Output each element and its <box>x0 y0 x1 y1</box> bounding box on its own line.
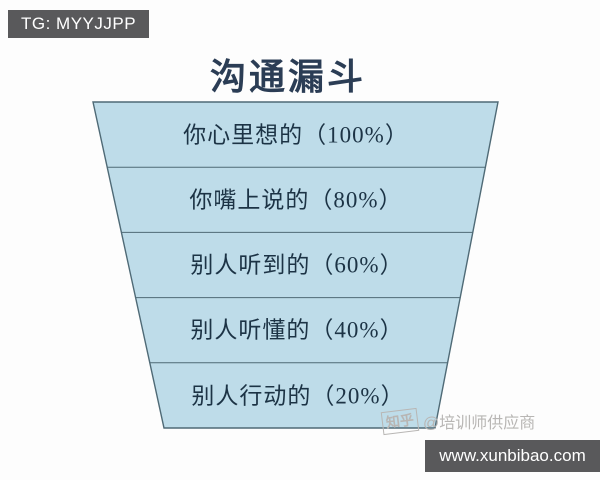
funnel-level-label-5: 别人行动的（20%） <box>191 384 404 409</box>
watermark: 知乎 @培训师供应商 <box>380 407 536 435</box>
funnel-level-label-4: 别人听懂的（40%） <box>190 318 403 343</box>
funnel-level-label-2: 你嘴上说的（80%） <box>189 188 402 213</box>
diagram-title: 沟通漏斗 <box>209 57 366 97</box>
zhihu-logo: 知乎 <box>380 407 420 435</box>
footer-url-bar: www.xunbibao.com <box>425 440 600 472</box>
funnel-level-label-3: 别人听到的（60%） <box>190 253 403 278</box>
funnel-shape <box>92 101 499 429</box>
watermark-handle: @培训师供应商 <box>423 415 536 432</box>
footer-url: www.xunbibao.com <box>439 446 586 465</box>
tg-badge: TG: MYYJJPP <box>8 10 150 38</box>
funnel-level-label-1: 你心里想的（100%） <box>183 123 409 148</box>
